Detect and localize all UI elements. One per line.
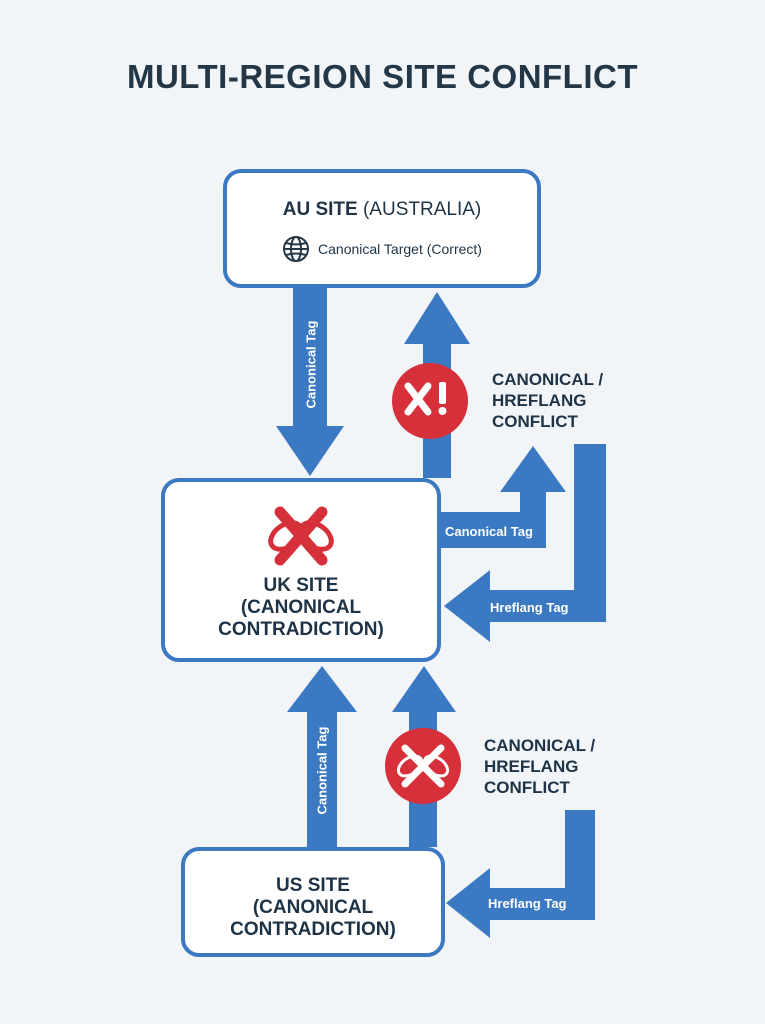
conflict-label-1-line2: HREFLANG	[492, 391, 587, 410]
uk-site-node: UK SITE (CANONICAL CONTRADICTION)	[161, 478, 441, 662]
uk-site-line3: CONTRADICTION)	[218, 619, 384, 640]
au-site-name: AU SITE	[282, 199, 358, 220]
hreflang-arrow-right-to-us	[446, 810, 595, 938]
edge-label-uk-to-right: Canonical Tag	[445, 524, 533, 539]
conflict-circle-1	[392, 363, 468, 439]
us-site-line1: US SITE	[276, 875, 350, 896]
edge-label-right-to-uk: Hreflang Tag	[490, 600, 569, 615]
au-site-node: AU SITE (AUSTRALIA) Canonical Target (Co…	[223, 169, 541, 288]
us-site-line2: (CANONICAL	[252, 897, 374, 918]
edge-label-au-to-uk: Canonical Tag	[303, 320, 319, 409]
us-site-node: US SITE (CANONICAL CONTRADICTION)	[181, 847, 445, 957]
uk-site-title: UK SITE (CANONICAL CONTRADICTION)	[165, 575, 437, 641]
broken-link-icon	[165, 506, 437, 571]
edge-label-us-to-uk: Canonical Tag	[314, 726, 330, 815]
us-site-title: US SITE (CANONICAL CONTRADICTION)	[185, 875, 441, 941]
globe-icon	[283, 236, 310, 262]
conflict-circle-2	[385, 728, 461, 804]
conflict-label-1: CANONICAL / HREFLANG CONFLICT	[492, 369, 603, 432]
hreflang-arrow-right-to-uk	[444, 444, 606, 642]
au-site-region: (AUSTRALIA)	[362, 199, 482, 220]
conflict-label-1-line3: CONFLICT	[492, 412, 578, 431]
au-subtitle: Canonical Target (Correct)	[318, 241, 482, 257]
uk-site-line2: (CANONICAL	[240, 597, 362, 618]
canonical-arrow-au-to-uk	[276, 288, 344, 476]
us-site-line3: CONTRADICTION)	[230, 919, 396, 940]
diagram-title: MULTI-REGION SITE CONFLICT	[126, 58, 638, 95]
edge-label-right-to-us: Hreflang Tag	[488, 896, 567, 911]
conflict-label-1-line1: CANONICAL /	[492, 370, 604, 389]
conflict-label-2-line1: CANONICAL /	[484, 736, 596, 755]
au-canonical-target: Canonical Target (Correct)	[227, 235, 537, 263]
conflict-label-2: CANONICAL / HREFLANG CONFLICT	[484, 735, 595, 798]
conflict-label-2-line2: HREFLANG	[484, 757, 579, 776]
conflict-label-2-line3: CONFLICT	[484, 778, 570, 797]
uk-site-line1: UK SITE	[263, 575, 339, 596]
canonical-arrow-us-to-uk	[287, 666, 357, 847]
au-site-title: AU SITE (AUSTRALIA)	[227, 199, 537, 221]
canonical-arrow-uk-to-right	[441, 446, 566, 548]
